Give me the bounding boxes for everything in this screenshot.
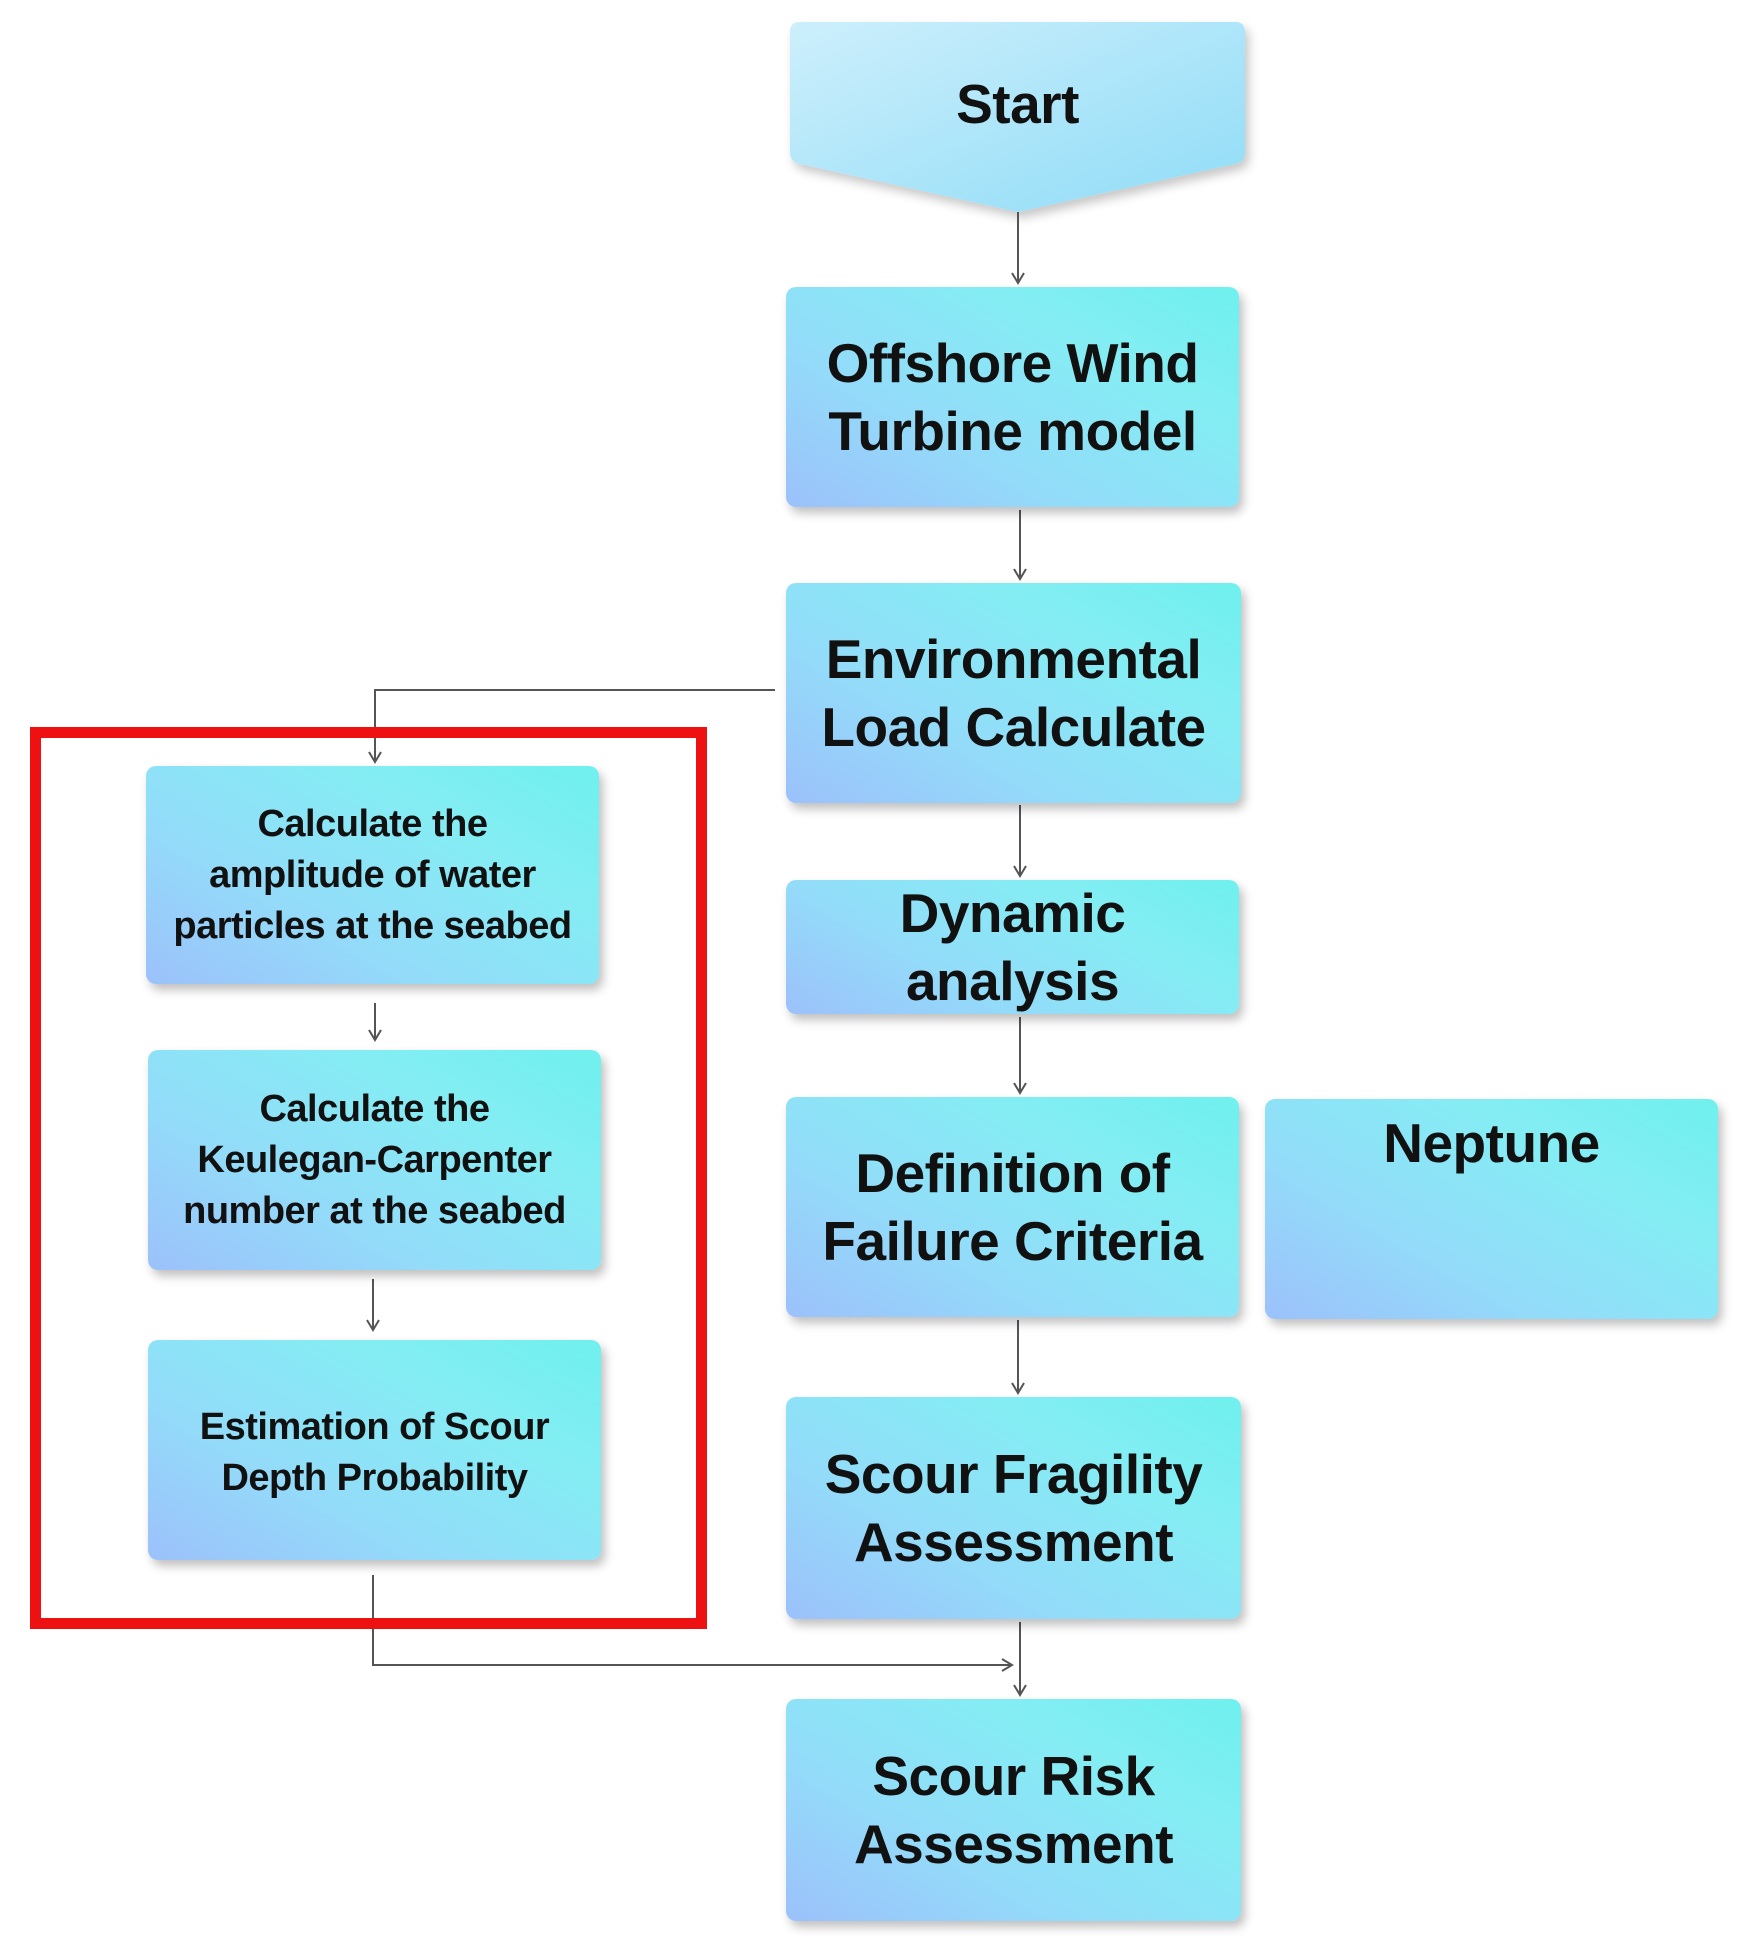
arrow-environmental-to-amplitude [368,689,775,764]
arrow-scour-depth-to-risk [372,1575,1014,1672]
start-shape [790,22,1245,212]
dynamic-analysis-node: Dynamic analysis [786,880,1239,1014]
scour-risk-assessment-node: Scour Risk Assessment [786,1699,1241,1921]
definition-of-failure-criteria-node: Definition of Failure Criteria [786,1097,1239,1317]
offshore-wind-turbine-model-node: Offshore Wind Turbine model [786,287,1239,507]
scour-depth-probability-node: Estimation of Scour Depth Probability [148,1340,601,1560]
keulegan-carpenter-number-node: Calculate the Keulegan-Carpenter number … [148,1050,601,1270]
scour-fragility-assessment-node: Scour Fragility Assessment [786,1397,1241,1619]
start-node: Start [956,73,1079,135]
scour-estimation-highlight-frame [30,727,707,1629]
neptune-node: Neptune [1265,1099,1718,1319]
water-particle-amplitude-node: Calculate the amplitude of water particl… [146,766,599,984]
environmental-load-calculate-node: Environmental Load Calculate [786,583,1241,803]
